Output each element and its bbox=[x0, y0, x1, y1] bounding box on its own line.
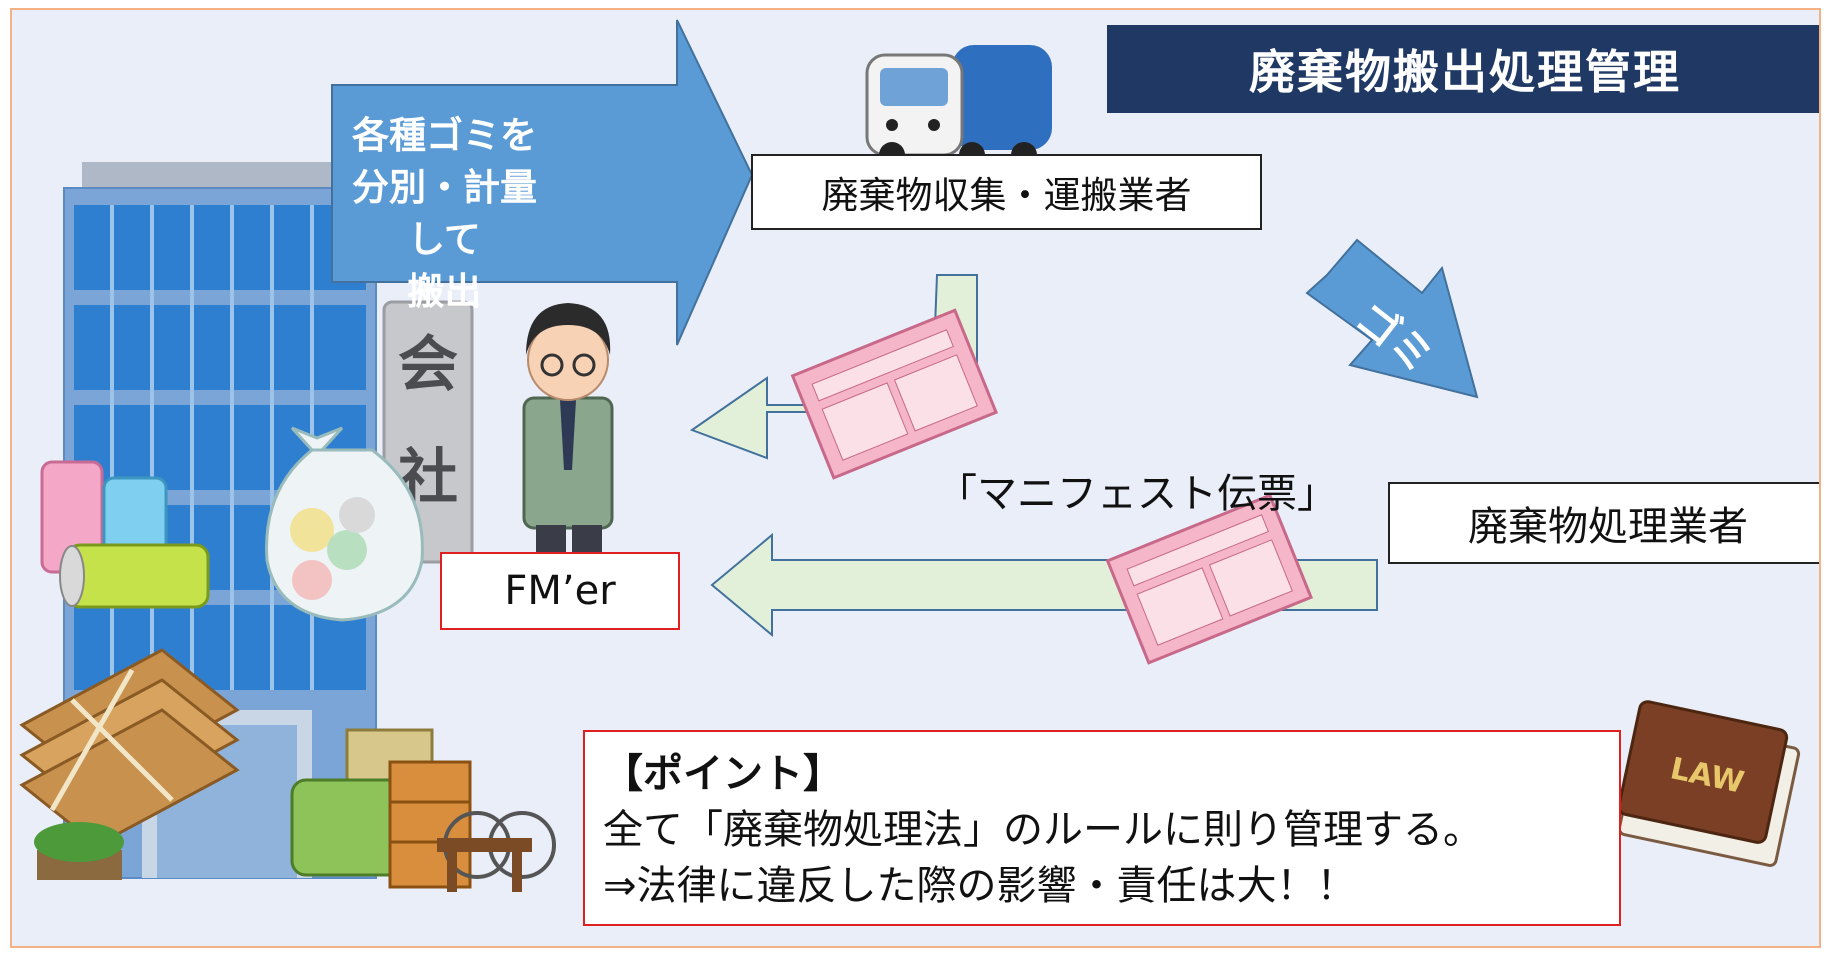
point-callout: 【ポイント】 全て「廃棄物処理法」のルールに則り管理する。 ⇒法律に違反した際の… bbox=[583, 730, 1621, 926]
page-title: 廃棄物搬出処理管理 bbox=[1107, 25, 1819, 113]
manifest-slip-icon-upper bbox=[790, 308, 999, 480]
point-line-2: ⇒法律に違反した際の影響・責任は大！！ bbox=[603, 863, 1357, 909]
diagram-canvas: 会 社 bbox=[10, 8, 1821, 948]
manifest-label: 「マニフェスト伝票」 bbox=[937, 471, 1337, 517]
company-sign-char-1: 会 bbox=[398, 330, 458, 400]
diagram-illustration: 会 社 bbox=[19, 19, 1801, 892]
collector-box: 廃棄物収集・運搬業者 bbox=[751, 154, 1262, 230]
point-line-1: 全て「廃棄物処理法」のルールに則り管理する。 bbox=[603, 807, 1483, 853]
cardboard-bundle-icon bbox=[19, 648, 240, 847]
garbage-bag-icon bbox=[265, 426, 424, 622]
point-heading: 【ポイント】 bbox=[603, 751, 843, 797]
can-icons bbox=[40, 460, 210, 609]
sort-out-arrow bbox=[331, 19, 754, 346]
law-book-icon bbox=[1617, 700, 1801, 867]
sort-out-arrow-label: 各種ゴミを 分別・計量して 搬出 bbox=[342, 110, 547, 318]
sort-out-arrow-line-1: 各種ゴミを bbox=[352, 114, 537, 157]
sort-out-arrow-line-2: 分別・計量して bbox=[352, 166, 537, 261]
fmer-box: FM’er bbox=[440, 552, 680, 630]
garbage-truck-icon bbox=[865, 45, 1052, 168]
processor-box: 廃棄物処理業者 bbox=[1388, 482, 1819, 564]
manifest-slip-icon-lower bbox=[1105, 493, 1314, 665]
sort-out-arrow-line-3: 搬出 bbox=[407, 270, 482, 313]
furniture-icons bbox=[290, 728, 556, 892]
gomi-arrow bbox=[1305, 238, 1479, 399]
plant-icon bbox=[34, 822, 124, 880]
